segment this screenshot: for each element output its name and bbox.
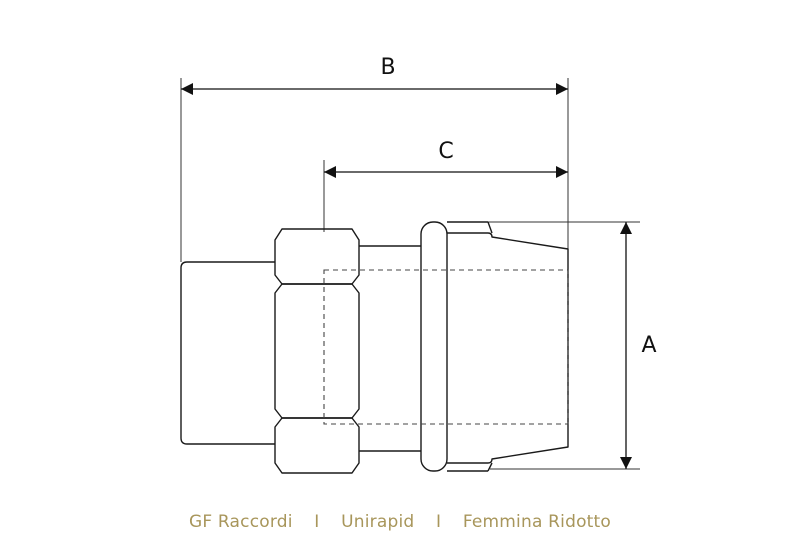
hidden-bore — [323, 269, 569, 425]
caption-line: Unirapid — [341, 512, 415, 532]
fitting-body — [180, 221, 569, 474]
product-caption: GF Raccordi I Unirapid I Femmina Ridotto — [0, 512, 800, 532]
dimension-c-label: C — [438, 139, 453, 164]
caption-brand: GF Raccordi — [188, 512, 293, 532]
dimension-a-label: A — [641, 333, 656, 358]
tapered-socket — [447, 232, 569, 464]
threaded-end — [180, 261, 275, 445]
caption-product: Femmina Ridotto — [462, 512, 612, 532]
caption-separator-2: I — [435, 512, 442, 532]
hex-nut — [274, 228, 360, 285]
union-collar — [420, 221, 448, 472]
dimension-b-label: B — [380, 55, 395, 80]
caption-separator-1: I — [314, 512, 320, 532]
extension-lines — [180, 78, 640, 470]
